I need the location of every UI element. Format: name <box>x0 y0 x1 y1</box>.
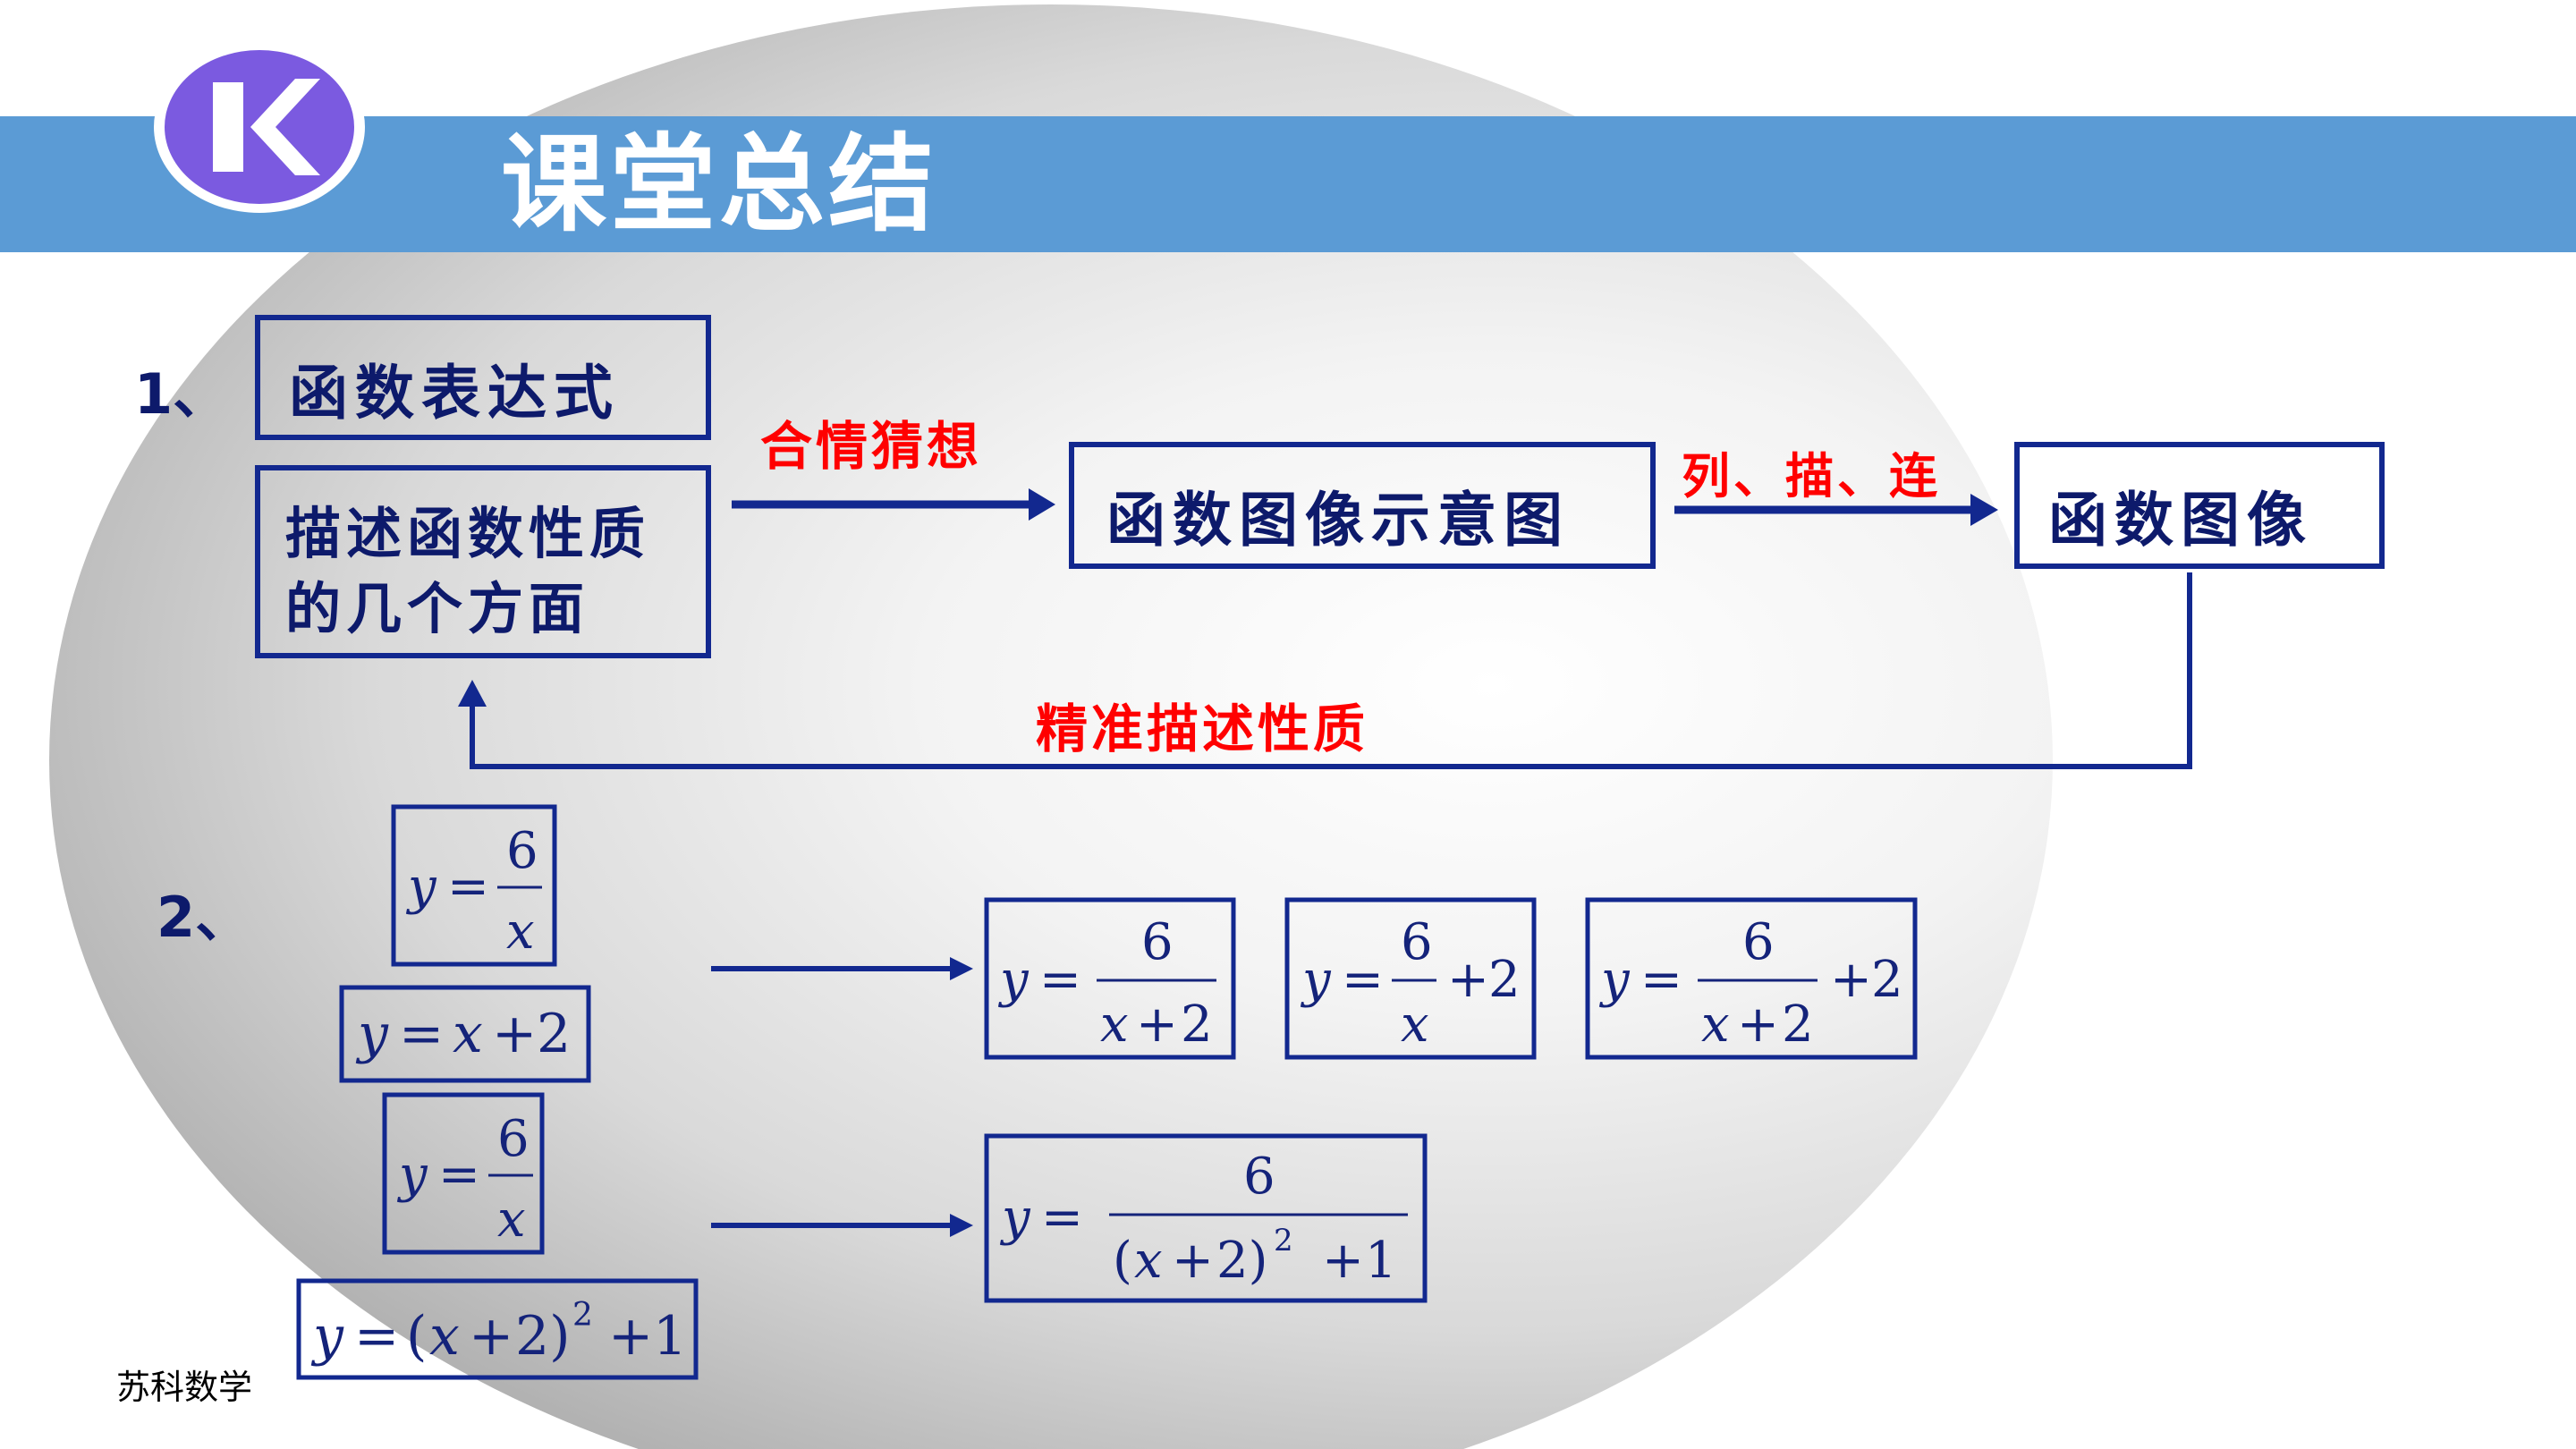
k-logo-icon <box>154 41 365 213</box>
arrow-to-graph <box>1674 494 1998 526</box>
svg-text:2: 2 <box>1181 996 1213 1054</box>
formula-output-3: y = 6 x + 2 + 2 <box>1598 913 1903 1054</box>
svg-text:+: + <box>1830 951 1872 1009</box>
svg-text:2: 2 <box>537 1003 571 1065</box>
svg-text:6: 6 <box>1243 1148 1275 1206</box>
svg-text:2: 2 <box>572 1297 593 1334</box>
formula-output-4: y = 6 ( x + 2) 2 + 1 <box>999 1148 1408 1290</box>
svg-text:2: 2 <box>1274 1223 1293 1258</box>
box-function-graph: 函数图像 <box>2014 442 2385 569</box>
formula-output-2: y = 6 x + 2 <box>1300 913 1521 1054</box>
svg-text:x: x <box>1100 996 1129 1054</box>
formula-6-over-x-lower: y = 6 x <box>396 1110 533 1249</box>
footer-text: 苏科数学 <box>116 1368 253 1407</box>
svg-text:y: y <box>1598 951 1631 1009</box>
svg-text:+: + <box>1737 996 1779 1054</box>
svg-text:x: x <box>1134 1232 1163 1290</box>
formula-quadratic: y = ( x + 2) 2 + 1 <box>310 1297 687 1368</box>
svg-text:2: 2 <box>1871 951 1903 1009</box>
formula-output-1: y = 6 x + 2 <box>997 913 1216 1054</box>
svg-text:y: y <box>405 858 437 916</box>
formula-6-over-x-top: y = 6 x <box>405 822 542 961</box>
svg-text:2): 2) <box>1216 1232 1267 1290</box>
arrow-group1 <box>711 957 973 980</box>
formula-x-plus-2: y = x + 2 <box>355 1003 571 1065</box>
arrow-label-plot: 列、描、连 <box>1682 447 1941 504</box>
box-function-expression-text: 函数表达式 <box>289 358 620 428</box>
svg-text:=: = <box>1342 951 1384 1009</box>
svg-text:y: y <box>999 1189 1031 1247</box>
formula-boxes <box>296 804 1918 1380</box>
svg-text:x: x <box>1701 996 1730 1054</box>
box-function-graph-text: 函数图像 <box>2048 485 2313 555</box>
svg-text:y: y <box>997 951 1030 1009</box>
svg-text:6: 6 <box>497 1110 530 1168</box>
svg-text:=: = <box>354 1305 399 1368</box>
svg-text:+: + <box>1136 996 1178 1054</box>
svg-text:=: = <box>1041 1189 1083 1247</box>
svg-text:2): 2) <box>515 1305 571 1368</box>
box-describe-properties-line2: 的几个方面 <box>285 576 590 641</box>
arrow-to-sketch <box>732 488 1055 521</box>
svg-text:6: 6 <box>1141 913 1174 971</box>
svg-text:+: + <box>608 1305 653 1368</box>
svg-text:y: y <box>310 1305 344 1368</box>
svg-text:x: x <box>497 1191 526 1249</box>
arrow-label-reasoning: 合情猜想 <box>760 416 983 477</box>
arrow-group2 <box>711 1214 973 1237</box>
svg-text:=: = <box>438 1146 480 1204</box>
svg-text:x: x <box>429 1305 460 1368</box>
svg-text:1: 1 <box>653 1305 687 1368</box>
feedback-arrow <box>458 572 2192 769</box>
svg-text:6: 6 <box>1742 913 1775 971</box>
box-describe-properties: 描述函数性质 的几个方面 <box>255 465 711 658</box>
box-function-expression: 函数表达式 <box>255 315 711 440</box>
svg-text:+: + <box>1447 951 1489 1009</box>
svg-text:1: 1 <box>1365 1232 1397 1290</box>
svg-text:+: + <box>469 1305 513 1368</box>
page-title: 课堂总结 <box>501 123 938 246</box>
svg-text:2: 2 <box>1488 951 1521 1009</box>
svg-text:=: = <box>399 1003 444 1065</box>
svg-text:+: + <box>1172 1232 1214 1290</box>
svg-text:x: x <box>1401 996 1429 1054</box>
section-2-number: 2、 <box>157 885 251 950</box>
title-banner <box>0 116 2576 252</box>
svg-text:=: = <box>1039 951 1081 1009</box>
box-graph-sketch-text: 函数图像示意图 <box>1106 485 1570 555</box>
svg-text:=: = <box>1640 951 1682 1009</box>
svg-text:2: 2 <box>1782 996 1814 1054</box>
section-1-number: 1、 <box>134 361 229 427</box>
svg-text:+: + <box>1322 1232 1364 1290</box>
box-graph-sketch: 函数图像示意图 <box>1069 442 1656 569</box>
svg-text:+: + <box>492 1003 537 1065</box>
svg-text:6: 6 <box>506 822 538 880</box>
feedback-label: 精准描述性质 <box>1036 699 1369 759</box>
svg-text:y: y <box>355 1003 389 1065</box>
box-describe-properties-line1: 描述函数性质 <box>285 501 651 566</box>
svg-text:(: ( <box>406 1305 427 1368</box>
svg-text:x: x <box>453 1003 483 1065</box>
svg-text:y: y <box>396 1146 428 1204</box>
svg-text:x: x <box>506 902 535 961</box>
svg-text:6: 6 <box>1401 913 1433 971</box>
svg-text:=: = <box>447 858 489 916</box>
svg-text:(: ( <box>1113 1232 1132 1290</box>
svg-text:y: y <box>1300 951 1332 1009</box>
